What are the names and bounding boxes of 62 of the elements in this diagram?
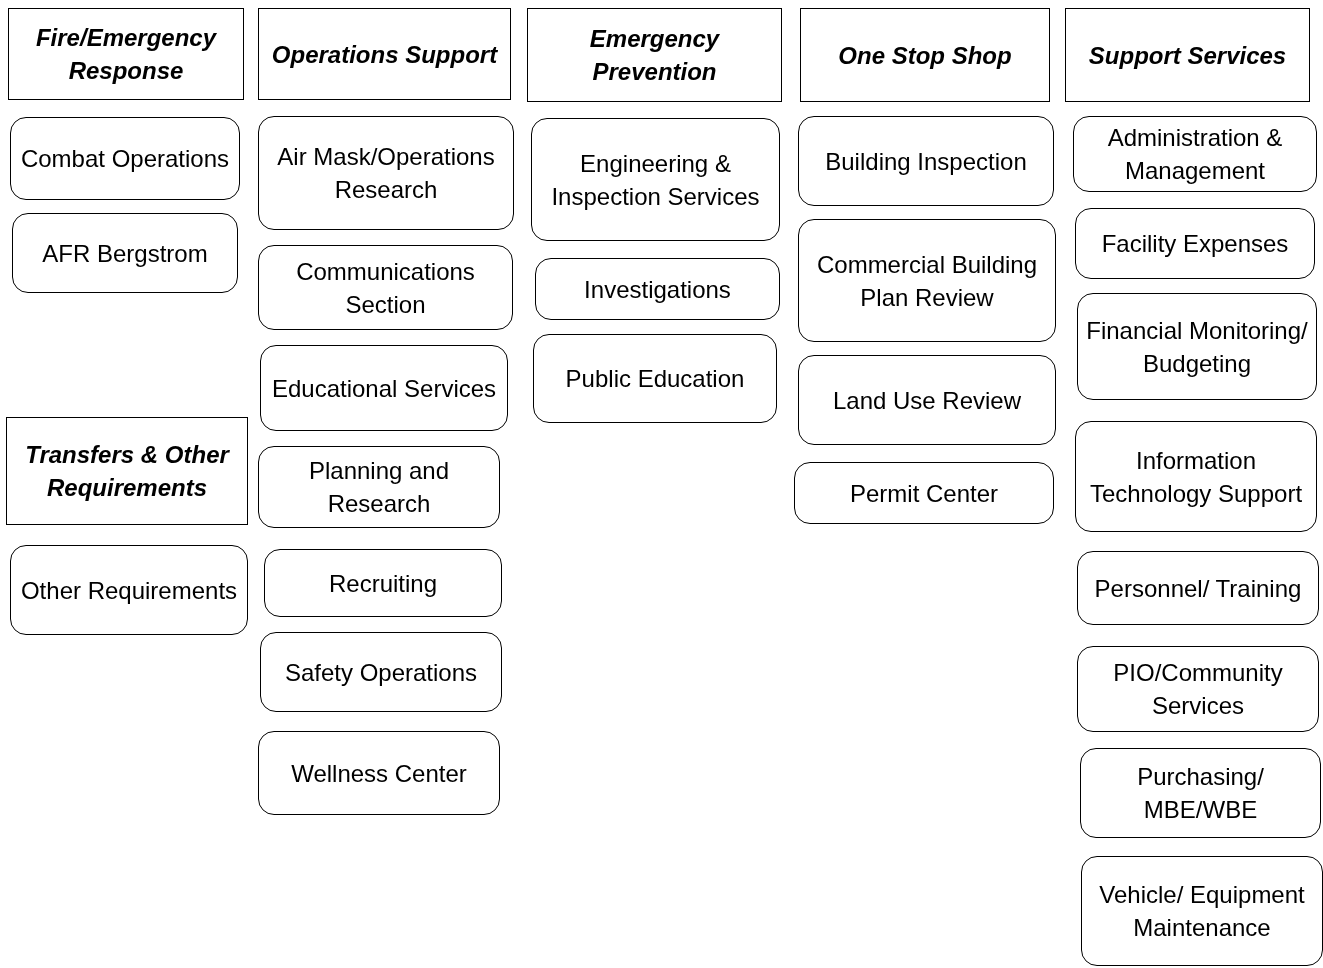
program-label: Air Mask/Operations Research [276, 142, 496, 205]
program-label: Other Requirements [20, 575, 238, 606]
program-box [1077, 551, 1319, 625]
program-box [258, 731, 500, 815]
program-label: Wellness Center [291, 758, 467, 789]
program-label: Administration & Management [1106, 123, 1284, 186]
program-box [798, 219, 1056, 342]
program-box [535, 258, 780, 320]
program-box [1077, 646, 1319, 732]
program-label: Safety Operations [284, 657, 478, 688]
program-label: Land Use Review [832, 385, 1022, 416]
program-label: Information Technology Support [1088, 445, 1304, 509]
program-label: PIO/Community Services [1112, 658, 1284, 721]
program-box [258, 116, 514, 230]
program-box [12, 213, 238, 293]
program-label: Financial Monitoring/ Budgeting [1086, 315, 1308, 379]
program-box [258, 446, 500, 528]
program-label: Recruiting [328, 568, 437, 599]
division-header-box [6, 417, 248, 525]
program-box [1081, 856, 1323, 966]
program-box [531, 118, 780, 241]
program-label: Facility Expenses [1101, 229, 1289, 259]
division-title: Operations Support [271, 39, 498, 70]
division-title: Support Services [1088, 40, 1287, 71]
program-box [798, 116, 1054, 206]
program-label: Combat Operations [20, 144, 230, 174]
program-label: Communications Section [295, 256, 476, 320]
program-label: Investigations [584, 274, 731, 305]
program-box [1073, 116, 1317, 192]
program-label: Building Inspection [825, 146, 1027, 177]
program-label: Educational Services [271, 373, 497, 404]
division-header-box [1065, 8, 1310, 102]
division-title: One Stop Shop [838, 40, 1012, 71]
program-box [533, 334, 777, 423]
program-label: Vehicle/ Equipment Maintenance [1098, 880, 1306, 943]
program-box [10, 545, 248, 635]
program-box [794, 462, 1054, 524]
program-box [1075, 208, 1315, 279]
program-label: Permit Center [849, 478, 998, 509]
program-label: Planning and Research [307, 456, 451, 519]
program-box [258, 245, 513, 330]
division-title: Fire/Emergency Response [34, 23, 218, 86]
program-label: Public Education [565, 364, 745, 394]
division-header-box [8, 8, 244, 100]
program-label: Purchasing/ MBE/WBE [1136, 762, 1265, 825]
program-box [1077, 293, 1317, 400]
program-box [264, 549, 502, 617]
program-label: Engineering & Inspection Services [550, 148, 761, 212]
program-label: AFR Bergstrom [42, 238, 208, 269]
program-box [1080, 748, 1321, 838]
program-box [10, 117, 240, 200]
program-box [260, 345, 508, 431]
division-header-box [258, 8, 511, 100]
program-box [1075, 421, 1317, 532]
division-title: Transfers & Other Requirements [24, 440, 231, 503]
program-label: Personnel/ Training [1094, 573, 1302, 604]
program-label: Commercial Building Plan Review [815, 249, 1039, 313]
division-header-box [527, 8, 782, 102]
program-box [798, 355, 1056, 445]
division-title: Emergency Prevention [588, 24, 721, 87]
program-box [260, 632, 502, 712]
division-header-box [800, 8, 1050, 102]
